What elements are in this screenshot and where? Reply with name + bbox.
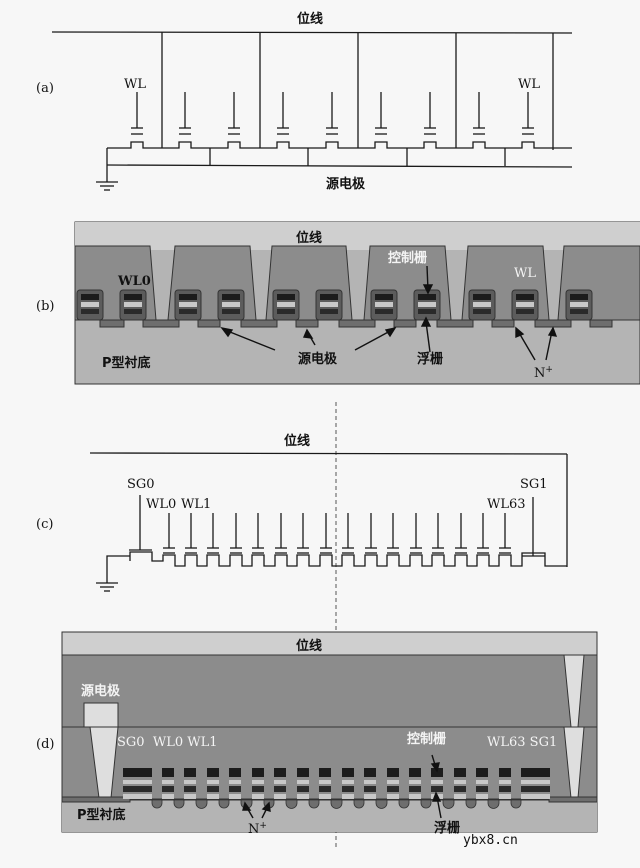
- panel-b-arrows: [220, 265, 558, 361]
- panel-d-floating-gate-label: 浮栅: [434, 820, 460, 836]
- panel-a-nor-schematic: [51, 31, 573, 191]
- panel-b-floating-gate-label: 浮栅: [417, 351, 443, 367]
- panel-b-source-label: 源电极: [298, 351, 338, 367]
- panel-a-wl-right-label: WL: [518, 77, 540, 92]
- panel-c-sg1-label: SG1: [520, 477, 548, 492]
- panel-c-wl63-label: WL63: [487, 497, 526, 512]
- panel-d-arrows: [242, 754, 442, 819]
- panel-a-bitline-label: 位线: [297, 11, 323, 27]
- panel-label-d: (d): [36, 737, 54, 752]
- panel-d-nplus-regions: [151, 799, 522, 809]
- panel-b-wl-label: WL: [514, 266, 536, 281]
- bitline-wire: [51, 31, 573, 34]
- panel-d-nplus-label: N+: [248, 821, 267, 837]
- panel-b-bitline-label: 位线: [296, 230, 322, 246]
- panel-b-wl0-label: WL0: [117, 274, 151, 289]
- panel-a-wl-left-label: WL: [124, 77, 146, 92]
- panel-d-bitline-label: 位线: [296, 638, 322, 654]
- panel-d-cell-gates: [162, 768, 511, 799]
- panel-a-gates: [131, 92, 534, 135]
- panel-d-source-label: 源电极: [81, 683, 121, 699]
- panel-label-c: (c): [36, 517, 53, 532]
- panel-label-a: (a): [36, 81, 54, 96]
- panel-c-nand-schematic: [89, 452, 568, 592]
- panel-b-control-gate-label: 控制栅: [388, 250, 427, 266]
- panel-c-sg0-label: SG0: [127, 477, 155, 492]
- panel-a-source-label: 源电极: [326, 176, 366, 192]
- panel-b-nplus-label: N+: [534, 365, 553, 381]
- panel-label-b: (b): [36, 299, 54, 314]
- panel-d-substrate-label: P型衬底: [77, 807, 126, 823]
- panel-b-nor-cross-section: [74, 221, 640, 385]
- panel-b-gate-stacks: [76, 289, 593, 321]
- panel-c-wordline-gates: [163, 513, 511, 554]
- panel-c-wl1-label: WL1: [181, 497, 211, 512]
- panel-c-wl0-label: WL0: [146, 497, 176, 512]
- watermark: ybx8.cn: [463, 833, 518, 848]
- panel-d-right-gates-label: WL63 SG1: [487, 735, 557, 750]
- panel-d-left-gates-label: SG0 WL0 WL1: [117, 735, 218, 750]
- panel-b-substrate-label: P型衬底: [102, 355, 151, 371]
- panel-c-bitline-label: 位线: [284, 433, 310, 449]
- panel-d-nand-cross-section: [61, 631, 598, 833]
- panel-d-control-gate-label: 控制栅: [407, 731, 446, 747]
